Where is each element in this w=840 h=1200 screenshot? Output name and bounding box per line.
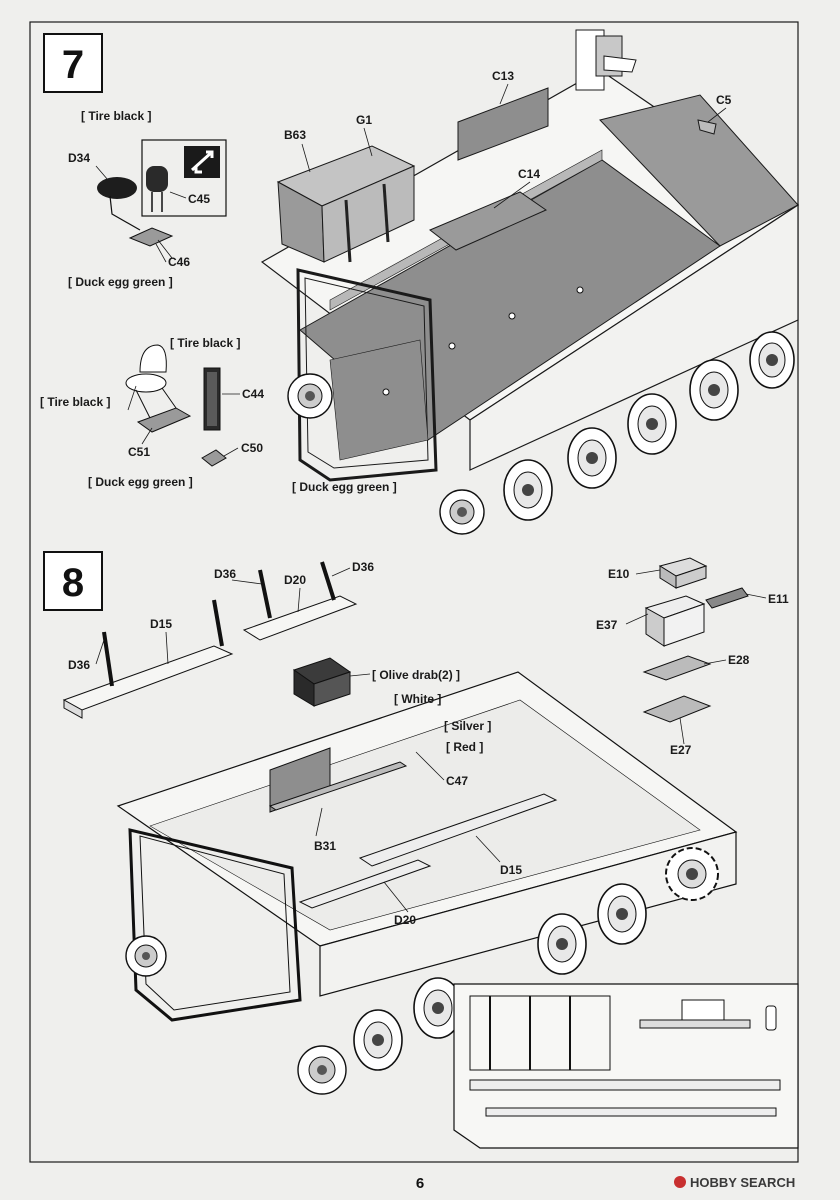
label-e28: E28 xyxy=(728,653,750,667)
label-b63: B63 xyxy=(284,128,306,142)
panel-c13-part xyxy=(457,87,549,161)
label-silver: [ Silver ] xyxy=(444,719,491,733)
label-c45: C45 xyxy=(188,192,210,206)
sprocket-wheel xyxy=(665,847,719,901)
label-d36-c: D36 xyxy=(68,658,90,672)
label-g1: G1 xyxy=(356,113,372,127)
label-c14: C14 xyxy=(518,167,540,181)
part-e28 xyxy=(642,655,712,681)
alt-parts-box xyxy=(141,139,227,217)
part-e11 xyxy=(705,587,749,609)
label-olive-drab: [ Olive drab(2) ] xyxy=(372,668,460,682)
shelf-d15-installed xyxy=(358,793,558,867)
label-b31: B31 xyxy=(314,839,336,853)
label-c13: C13 xyxy=(492,69,514,83)
hull-step8 xyxy=(116,671,738,1022)
seat-assembly-part xyxy=(125,344,177,419)
label-e10: E10 xyxy=(608,567,630,581)
shelf-d15-part xyxy=(62,599,234,719)
swap-icon xyxy=(184,146,220,178)
label-c44: C44 xyxy=(242,387,264,401)
hobby-search-logo-icon xyxy=(674,1176,686,1188)
step-8-number: 8 xyxy=(62,561,84,605)
shelf-d20-part xyxy=(242,561,358,641)
label-red: [ Red ] xyxy=(446,740,483,754)
strip-b31-part xyxy=(268,761,408,811)
step-8-panel: 8 xyxy=(43,551,799,1149)
backrest-c45-part xyxy=(146,166,168,212)
step-7-number-box xyxy=(43,33,103,93)
label-c51: C51 xyxy=(128,445,150,459)
label-d36-a: D36 xyxy=(214,567,236,581)
label-duck-egg-3: [ Duck egg green ] xyxy=(292,480,397,494)
e-parts-cluster xyxy=(642,557,749,723)
label-tire-black-1: [ Tire black ] xyxy=(81,109,151,123)
bracket-c51-part xyxy=(136,407,192,433)
base-c46-part xyxy=(128,227,174,247)
page-frame xyxy=(29,21,799,1163)
page-number: 6 xyxy=(416,1175,424,1192)
label-tire-black-2: [ Tire black ] xyxy=(170,336,240,350)
label-e27: E27 xyxy=(670,743,692,757)
watermark-text: HOBBY SEARCH xyxy=(690,1175,795,1190)
step-7-number: 7 xyxy=(62,43,84,87)
inset-extinguisher xyxy=(765,1005,777,1031)
part-e27 xyxy=(642,695,712,723)
label-d20-b: D20 xyxy=(394,913,416,927)
label-c5: C5 xyxy=(716,93,732,107)
label-d36-b: D36 xyxy=(352,560,374,574)
leader-lines xyxy=(95,83,767,913)
label-d15-b: D15 xyxy=(500,863,522,877)
label-d15-a: D15 xyxy=(150,617,172,631)
plate-c14-part xyxy=(429,191,548,251)
shelf-d20-installed xyxy=(298,859,432,909)
label-e11: E11 xyxy=(768,592,789,606)
fuel-tank-b63-part xyxy=(276,145,416,263)
label-tire-black-3: [ Tire black ] xyxy=(40,395,110,409)
step-8-number-box xyxy=(43,551,103,611)
seat-d34-part xyxy=(97,177,141,231)
plate-c50-part xyxy=(201,449,227,467)
hobby-search-watermark: HOBBY SEARCH xyxy=(674,1175,795,1190)
part-c5 xyxy=(697,119,717,135)
hull-step7 xyxy=(260,29,800,482)
label-e37: E37 xyxy=(596,618,618,632)
seat-top-part xyxy=(575,29,637,91)
road-wheels-step8 xyxy=(125,847,719,1095)
label-duck-egg-2: [ Duck egg green ] xyxy=(88,475,193,489)
step-7-panel: 7 xyxy=(40,29,800,535)
road-wheels-step7 xyxy=(287,331,795,535)
label-c50: C50 xyxy=(241,441,263,455)
label-c46: C46 xyxy=(168,255,190,269)
radio-olive-drab-part xyxy=(292,657,352,707)
label-d34: D34 xyxy=(68,151,90,165)
label-white: [ White ] xyxy=(394,692,441,706)
inset-radio xyxy=(681,999,725,1021)
label-d20-a: D20 xyxy=(284,573,306,587)
post-c44-part xyxy=(203,367,221,431)
label-c47: C47 xyxy=(446,774,468,788)
detail-inset xyxy=(453,983,799,1149)
part-e37 xyxy=(644,595,706,647)
label-duck-egg-1: [ Duck egg green ] xyxy=(68,275,173,289)
